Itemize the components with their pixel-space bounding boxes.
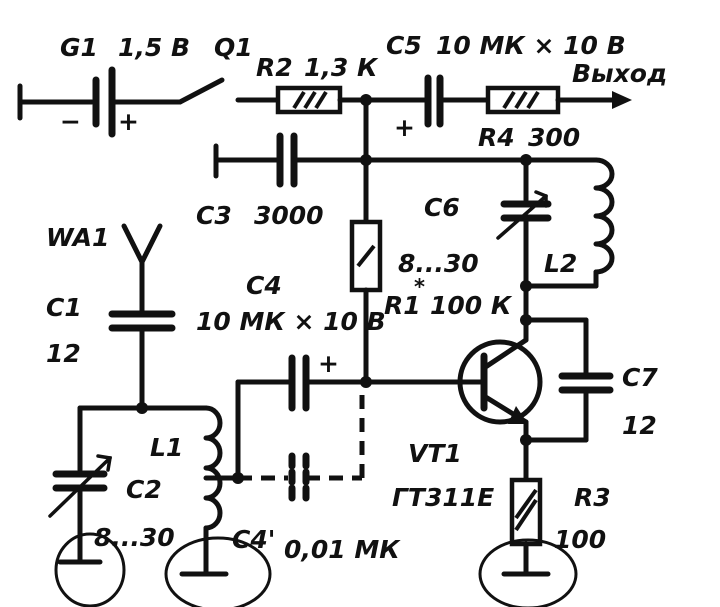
resistor-r3 (501, 477, 551, 577)
label-c5: C5 (386, 31, 422, 60)
label-output: Выход (572, 59, 667, 88)
junction-dot (360, 94, 372, 106)
resistor-r4 (485, 85, 561, 115)
label-r2-value: 1,3 К (304, 53, 379, 82)
resistor-r1 (349, 219, 383, 293)
tank-l2-c6 (496, 157, 615, 323)
label-r1-value: 100 К (430, 291, 513, 320)
label-wa1: WA1 (46, 223, 109, 252)
label-g1-value: 1,5 В (118, 33, 190, 62)
label-vt1: VT1 (408, 439, 462, 468)
label-battery-minus: − (60, 107, 81, 136)
label-battery-plus: + (118, 107, 139, 136)
label-c6-value: 8...30 (398, 249, 479, 278)
label-c2-value: 8...30 (94, 523, 175, 552)
output-arrow (555, 91, 632, 109)
label-c3-value: 3000 (254, 201, 324, 230)
label-r3: R3 (574, 483, 611, 512)
label-c6: C6 (424, 193, 460, 222)
label-r1-mark: * (414, 275, 425, 299)
label-c7-value: 12 (622, 411, 657, 440)
label-l2: L2 (544, 249, 577, 278)
label-r4-value: 300 (528, 123, 580, 152)
capacitor-c3 (213, 132, 529, 188)
label-vt1-type: ГТ311Е (392, 483, 494, 512)
battery-g1 (17, 66, 183, 138)
label-c4-value: 10 МК × 10 В (196, 307, 386, 336)
capacitor-c1 (108, 310, 176, 411)
annotation-circle (478, 538, 578, 607)
label-c5-value: 10 МК × 10 В (436, 31, 626, 60)
annotation-circle (164, 536, 272, 607)
transistor-vt1 (363, 317, 543, 483)
label-r4: R4 (478, 123, 515, 152)
label-c5-plus: + (394, 113, 415, 142)
label-c1-value: 12 (46, 339, 81, 368)
label-c3: C3 (196, 201, 232, 230)
switch-q1 (177, 77, 281, 105)
label-c1: C1 (46, 293, 82, 322)
resistor-r2 (275, 85, 343, 115)
antenna-wa1 (121, 223, 163, 315)
label-l1: L1 (150, 433, 183, 462)
label-c7: C7 (622, 363, 658, 392)
label-r2: R2 (256, 53, 293, 82)
annotation-circle (54, 532, 126, 607)
capacitor-c7 (523, 317, 614, 443)
label-q1: Q1 (214, 33, 253, 62)
label-g1: G1 (60, 33, 98, 62)
label-c4: C4 (246, 271, 282, 300)
tank-l1-c2 (48, 405, 241, 577)
label-r3-value: 100 (554, 525, 606, 554)
label-c2: C2 (126, 475, 162, 504)
label-c4-alt-value: 0,01 МК (284, 535, 401, 564)
capacitor-c4 (235, 354, 369, 481)
label-r1: R1 (384, 291, 421, 320)
capacitor-c4-alt (238, 390, 365, 506)
label-c4-plus: + (318, 349, 339, 378)
label-c4-alt: C4' (232, 525, 275, 554)
junction-dot (520, 280, 532, 292)
